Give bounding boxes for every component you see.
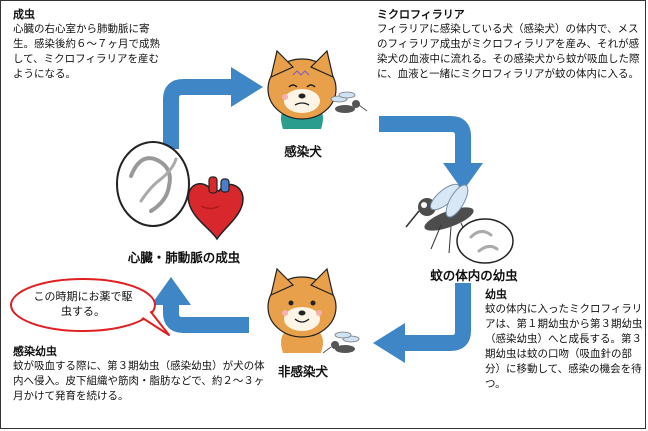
adult-worm-block: 成虫 心臓の右心室から肺動脈に寄生。感染後約６～７ヶ月で成熟して、ミクロフィラリ… (13, 7, 163, 82)
infective-larva-title: 感染幼虫 (13, 345, 57, 358)
uninfected-dog-icon (267, 267, 337, 353)
microfilaria-block: ミクロフィラリア フィラリアに感染している犬（感染犬）の体内で、メスのフィラリア… (377, 7, 643, 82)
arrow-to-mosquito (379, 116, 483, 191)
adult-worm-text: 心臓の右心室から肺動脈に寄生。感染後約６～７ヶ月で成熟して、ミクロフィラリアを産… (13, 23, 160, 80)
microfilaria-title: ミクロフィラリア (377, 8, 465, 21)
infected-dog-icon (267, 49, 337, 129)
arrow-to-infected-dog (163, 67, 263, 149)
larva-circle (456, 218, 514, 264)
callout-bubble (10, 278, 170, 336)
worm-circle (116, 141, 190, 227)
larva-block: 幼虫 蚊の体内に入ったミクロフィラリアは、第１期幼虫から第３期幼虫（感染幼虫）へ… (485, 287, 643, 392)
mosquito-small-icon (330, 91, 368, 113)
infective-larva-block: 感染幼虫 蚊が吸血する際に、第３期幼虫（感染幼虫）が犬の体内へ侵入。皮下組織や筋… (13, 344, 265, 404)
heart-icon (187, 176, 244, 241)
label-infected-dog: 感染犬 (284, 144, 322, 159)
label-uninfected-dog: 非感染犬 (277, 364, 328, 379)
microfilaria-text: フィラリアに感染している犬（感染犬）の体内で、メスのフィラリア成虫がミクロフィラ… (377, 23, 640, 80)
mosquito-icon (405, 183, 474, 254)
arrow-to-uninfected-dog (373, 283, 471, 363)
infective-larva-text: 蚊が吸血する際に、第３期幼虫（感染幼虫）が犬の体内へ侵入。皮下組織や筋肉・脂肪な… (13, 360, 265, 402)
label-mosquito-larva: 蚊の体内の幼虫 (430, 268, 518, 283)
mosquito-small-icon-2 (322, 331, 360, 354)
adult-worm-title: 成虫 (13, 8, 35, 21)
callout-text: この時期にお薬で駆虫する。 (33, 290, 133, 318)
larva-title: 幼虫 (485, 288, 507, 301)
larva-text: 蚊の体内に入ったミクロフィラリアは、第１期幼虫から第３期幼虫（感染幼虫）へと成長… (485, 303, 643, 390)
label-heart-worm: 心臓・肺動脈の成虫 (127, 250, 241, 265)
arrow-to-heart (151, 277, 249, 333)
